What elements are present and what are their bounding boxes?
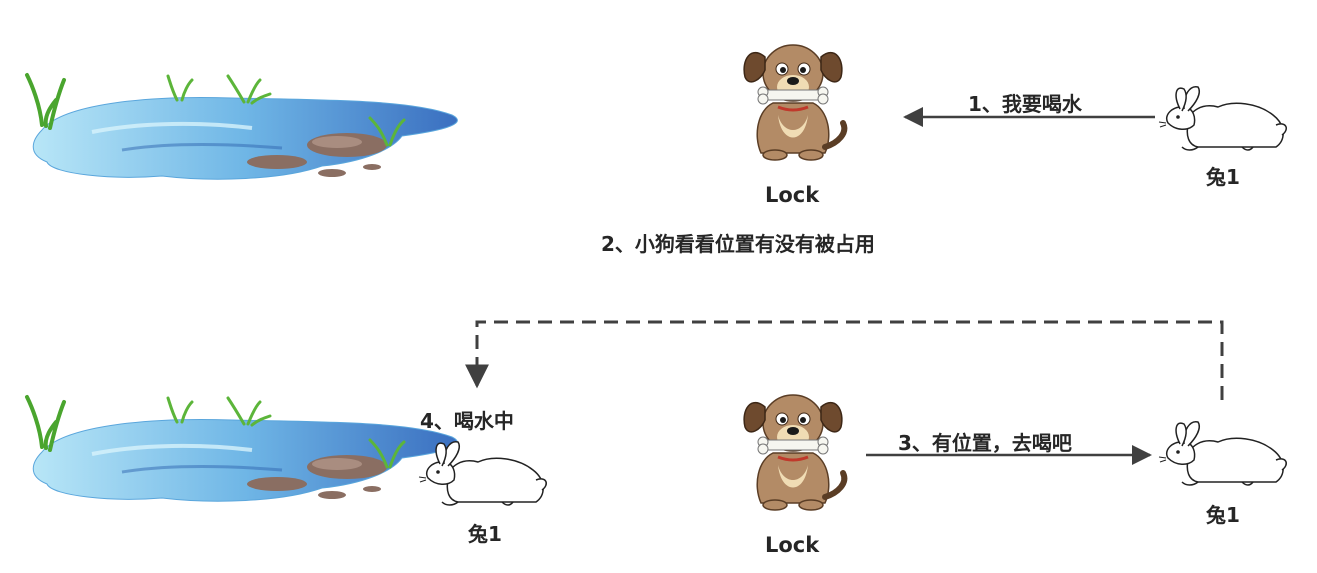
- step2-label: 2、小狗看看位置有没有被占用: [601, 232, 875, 256]
- pond-top-icon: [25, 73, 460, 182]
- dog-bottom-icon: [744, 395, 844, 510]
- lock-label-top: Lock: [765, 183, 820, 207]
- lock-label-bottom: Lock: [765, 533, 820, 557]
- rabbit-label-drinking: 兔1: [468, 522, 502, 546]
- rabbit-drinking-icon: [418, 440, 548, 506]
- pond-bottom-icon: [25, 395, 460, 504]
- rabbit-bottom-icon: [1158, 420, 1288, 486]
- rabbit-label-bottom: 兔1: [1206, 503, 1240, 527]
- step3-label: 3、有位置，去喝吧: [898, 431, 1072, 455]
- step1-label: 1、我要喝水: [968, 92, 1082, 116]
- rabbit-top-icon: [1158, 85, 1288, 151]
- dashed-arrow-to-pond: [465, 320, 1224, 400]
- dog-top-icon: [744, 45, 844, 160]
- rabbit-label-top: 兔1: [1206, 165, 1240, 189]
- step4-label: 4、喝水中: [420, 409, 514, 433]
